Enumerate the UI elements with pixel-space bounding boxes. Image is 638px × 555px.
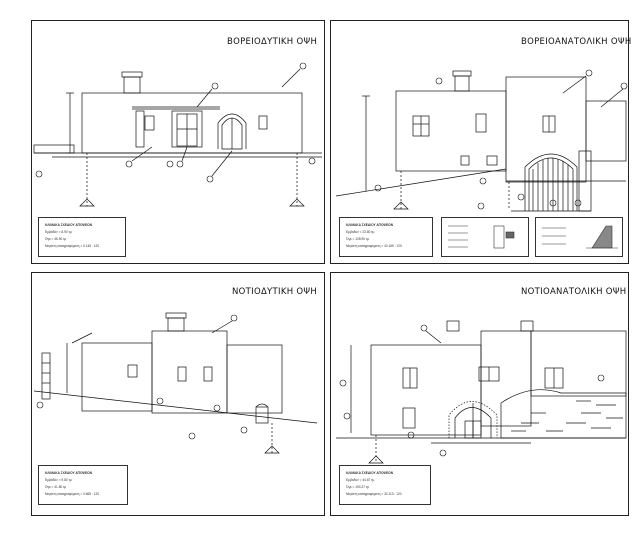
drawing-sheet-northeast: ΒΟΡΕΙΟΑΝΑΤΟΛΙΚΗ ΟΨΗ <box>330 20 632 264</box>
info-area: Εμβαδόν = 8.90 τμ <box>45 230 72 234</box>
sheet-title: ΒΟΡΕΙΟΔΥΤΙΚΗ ΟΨΗ <box>227 37 318 47</box>
info-area: Εμβαδόν = 9.80 τμ <box>45 478 72 482</box>
info-volume: Όγκ = 108.90 τμ <box>346 237 370 241</box>
sheet-title: ΝΟΤΙΟΔΥΤΙΚΗ ΟΨΗ <box>232 287 318 297</box>
legend-section-box <box>535 217 623 257</box>
elevation-drawing <box>33 62 322 207</box>
scale-info-box: ΚΛΙΜΑΚΑ ΣΧΕΔΙΟΥ ΑΠΟΨΕΩΝ Εμβαδόν = 44.87 … <box>339 465 431 505</box>
info-ratio: Μεγίστη καταγραφόμενη = 32.113 : 120 <box>346 492 402 496</box>
info-heading: ΚΛΙΜΑΚΑ ΣΧΕΔΙΟΥ ΑΠΟΨΕΩΝ <box>45 223 93 227</box>
info-heading: ΚΛΙΜΑΚΑ ΣΧΕΔΙΟΥ ΑΠΟΨΕΩΝ <box>45 471 93 475</box>
info-area: Εμβαδόν = 44.87 τμ <box>346 478 375 482</box>
info-volume: Όγκ = 46.90 τμ <box>45 237 67 241</box>
elevation-drawing <box>335 69 628 212</box>
legend-detail-box <box>441 217 529 257</box>
info-volume: Όγκ = 41.80 τμ <box>45 485 67 489</box>
sheet-title: ΝΟΤΙΟΑΝΑΤΟΛΙΚΗ ΟΨΗ <box>521 287 627 297</box>
info-area: Εμβαδόν = 23.80 τμ <box>346 230 375 234</box>
drawing-sheet-northwest: ΒΟΡΕΙΟΔΥΤΙΚΗ ΟΨΗ <box>31 20 325 264</box>
info-ratio: Μεγίστη καταγραφόμενη = 0.145 : 120 <box>45 244 100 248</box>
info-volume: Όγκ = 190.37 τμ <box>346 485 370 489</box>
info-ratio: Μεγίστη καταγραφόμενη = 42.165 : 120 <box>346 244 402 248</box>
elevation-drawing <box>336 320 627 464</box>
elevation-drawing <box>33 312 318 454</box>
info-ratio: Μεγίστη καταγραφόμενη = 0.665 : 120 <box>45 492 100 496</box>
sheet-title: ΒΟΡΕΙΟΑΝΑΤΟΛΙΚΗ ΟΨΗ <box>521 37 632 47</box>
legend-detail-drawing <box>448 225 515 249</box>
drawing-sheet-southeast: ΝΟΤΙΟΑΝΑΤΟΛΙΚΗ ΟΨΗ <box>330 272 629 516</box>
scale-info-box: ΚΛΙΜΑΚΑ ΣΧΕΔΙΟΥ ΑΠΟΨΕΩΝ Εμβαδόν = 23.80 … <box>339 217 433 257</box>
scale-info-box: ΚΛΙΜΑΚΑ ΣΧΕΔΙΟΥ ΑΠΟΨΕΩΝ Εμβαδόν = 9.80 τ… <box>38 465 128 505</box>
info-heading: ΚΛΙΜΑΚΑ ΣΧΕΔΙΟΥ ΑΠΟΨΕΩΝ <box>346 223 394 227</box>
legend-section-drawing <box>542 225 618 249</box>
scale-info-box: ΚΛΙΜΑΚΑ ΣΧΕΔΙΟΥ ΑΠΟΨΕΩΝ Εμβαδόν = 8.90 τ… <box>38 217 126 257</box>
info-heading: ΚΛΙΜΑΚΑ ΣΧΕΔΙΟΥ ΑΠΟΨΕΩΝ <box>346 471 394 475</box>
drawing-sheet-southwest: ΝΟΤΙΟΔΥΤΙΚΗ ΟΨΗ <box>31 272 325 516</box>
